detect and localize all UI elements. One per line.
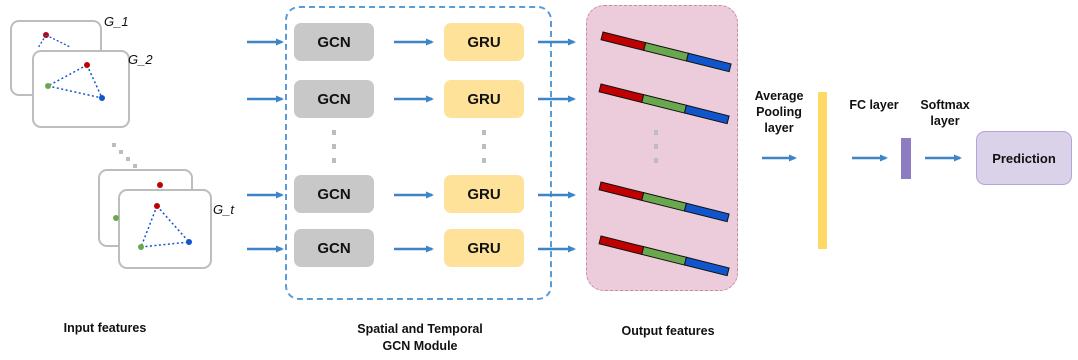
pooling-label: Average Pooling layer (738, 88, 820, 136)
graph-ellipsis-dots (112, 143, 137, 168)
graph-node-red (154, 203, 160, 209)
graph-label-t: G_t (213, 202, 234, 217)
pooling-label-line2: Pooling (756, 105, 802, 119)
softmax-label-line1: Softmax (920, 98, 970, 112)
graph-node-red (157, 182, 163, 188)
module-caption-line2: GCN Module (382, 339, 458, 353)
feature-vector-1 (600, 31, 732, 73)
graph-node-blue (99, 95, 105, 101)
softmax-label: Softmax layer (912, 97, 978, 129)
module-caption: Spatial and Temporal GCN Module (315, 321, 525, 355)
graph-card-2 (32, 50, 130, 128)
graph-label-2: G_2 (128, 52, 153, 67)
graph-label-1: G_1 (104, 14, 129, 29)
pooling-label-line3: layer (764, 121, 794, 135)
output-ellipsis-dots (654, 130, 658, 163)
gcn-box-3: GCN (294, 175, 374, 213)
graph-node-red (84, 62, 90, 68)
feature-vector-3 (598, 181, 730, 223)
prediction-box: Prediction (976, 131, 1072, 185)
softmax-label-line2: layer (930, 114, 960, 128)
input-features-caption: Input features (63, 321, 147, 335)
gcn-box-2: GCN (294, 80, 374, 118)
graph-node-green (138, 244, 144, 250)
output-features-caption: Output features (621, 324, 715, 338)
feature-vector-2 (598, 83, 730, 125)
graph-node-green (45, 83, 51, 89)
gcn-ellipsis-dots (332, 130, 336, 163)
fc-layer-bar (901, 138, 911, 179)
gru-box-4: GRU (444, 229, 524, 267)
graph-card-t (118, 189, 212, 269)
gcn-box-1: GCN (294, 23, 374, 61)
gru-box-3: GRU (444, 175, 524, 213)
graph-node-green (113, 215, 119, 221)
gru-ellipsis-dots (482, 130, 486, 163)
module-caption-line1: Spatial and Temporal (357, 322, 483, 336)
gru-box-2: GRU (444, 80, 524, 118)
graph-node-blue (186, 239, 192, 245)
pooling-label-line1: Average (754, 89, 804, 103)
feature-vector-4 (598, 235, 730, 277)
fc-label: FC layer (849, 98, 899, 112)
pooling-layer-bar (818, 92, 827, 249)
gru-box-1: GRU (444, 23, 524, 61)
module-frame (285, 6, 552, 300)
gcn-box-4: GCN (294, 229, 374, 267)
